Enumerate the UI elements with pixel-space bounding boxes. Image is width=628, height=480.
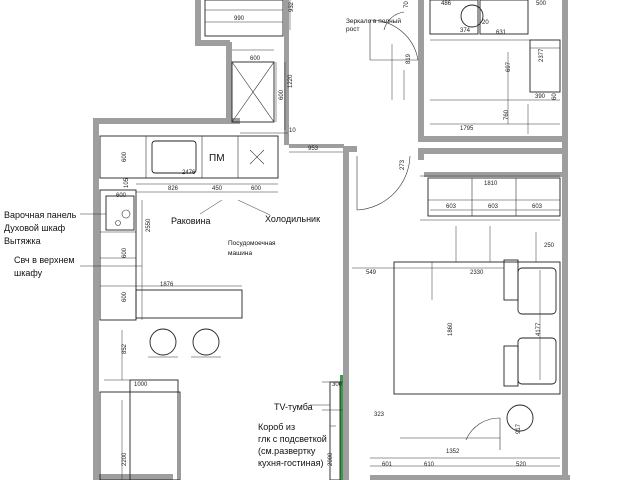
- dim-697: 697: [506, 61, 512, 72]
- box-label-3: (см.развертку: [258, 446, 316, 456]
- hob-label-1: Варочная панель: [4, 210, 77, 220]
- glass-partition: [340, 375, 343, 480]
- box-label-1: Короб из: [258, 422, 295, 432]
- bedroom: [352, 155, 561, 467]
- dim-631: 631: [496, 30, 507, 36]
- dishwasher-label-2: машина: [228, 250, 253, 257]
- dim-600a: 600: [250, 56, 261, 62]
- dimension-numbers: 990 932 600 1220 600 10 953 2476 826 450…: [116, 1, 558, 468]
- dim-2476: 2476: [182, 170, 196, 176]
- dim-390: 390: [535, 94, 546, 100]
- dim-20: 20: [482, 20, 489, 26]
- dim-600b: 600: [279, 89, 285, 100]
- dim-2000: 2000: [328, 452, 334, 466]
- dim-600g: 600: [122, 291, 128, 302]
- microwave-label-2: шкафу: [14, 268, 43, 278]
- dim-603a: 603: [446, 204, 457, 210]
- dim-374: 374: [460, 28, 471, 34]
- hob-label-3: Вытяжка: [4, 236, 41, 246]
- dim-953: 953: [308, 146, 319, 152]
- dim-10: 10: [289, 128, 296, 134]
- tv-area: [322, 381, 343, 480]
- dim-1876: 1876: [160, 282, 174, 288]
- dim-600f: 600: [122, 247, 128, 258]
- box-label-4: кухня-гостиная): [258, 458, 323, 468]
- dim-2377: 2377: [539, 48, 545, 62]
- dim-2200: 2200: [122, 452, 128, 466]
- dim-760: 760: [504, 109, 510, 120]
- dim-601: 601: [382, 462, 393, 468]
- dim-610: 610: [424, 462, 435, 468]
- dim-323: 323: [374, 412, 385, 418]
- dim-1000: 1000: [134, 382, 148, 388]
- dim-826: 826: [168, 186, 179, 192]
- dim-932: 932: [289, 1, 295, 12]
- dim-1810: 1810: [484, 181, 498, 187]
- dim-250: 250: [544, 243, 555, 249]
- dim-603b: 603: [488, 204, 499, 210]
- dim-273: 273: [400, 159, 406, 170]
- kitchen: [99, 135, 343, 480]
- dim-450: 450: [212, 186, 223, 192]
- bathroom: [369, 0, 561, 134]
- dim-2330: 2330: [470, 270, 484, 276]
- dim-1352: 1352: [446, 449, 460, 455]
- dim-549: 549: [366, 270, 377, 276]
- dim-60: 60: [552, 93, 558, 100]
- dim-500: 500: [536, 1, 547, 7]
- tv-stand-label: TV-тумба: [274, 402, 313, 412]
- dim-852: 852: [122, 343, 128, 354]
- hob-label-2: Духовой шкаф: [4, 223, 66, 233]
- walls: [93, 0, 570, 480]
- dim-1795: 1795: [460, 126, 474, 132]
- dim-4177: 4177: [536, 322, 542, 336]
- dim-105: 105: [124, 177, 130, 188]
- fridge-label: Холодильник: [265, 214, 320, 224]
- dim-600d: 600: [122, 151, 128, 162]
- dim-520: 520: [516, 462, 527, 468]
- dim-917: 917: [516, 423, 522, 434]
- dim-2550: 2550: [146, 218, 152, 232]
- dim-600c: 600: [251, 186, 262, 192]
- box-label-2: глк с подсветкой: [258, 434, 327, 444]
- dim-300: 300: [332, 382, 343, 388]
- dishwasher-label-1: Посудомоечная: [228, 240, 276, 247]
- dim-990: 990: [234, 16, 245, 22]
- dim-486: 486: [441, 1, 452, 7]
- dim-600e: 600: [116, 193, 127, 199]
- dim-1860: 1860: [448, 322, 454, 336]
- dim-819: 819: [406, 53, 412, 64]
- hallway-wardrobe: [204, 0, 291, 134]
- mirror-label-2: рост: [346, 26, 359, 33]
- microwave-label-1: Свч в верхнем: [14, 255, 75, 265]
- dim-603c: 603: [532, 204, 543, 210]
- leader-lines: [80, 199, 336, 427]
- sink-label: Раковина: [171, 216, 211, 226]
- dim-70: 70: [404, 1, 410, 8]
- pm-label: ПМ: [209, 153, 225, 164]
- dim-1220: 1220: [288, 74, 294, 88]
- mirror-label-1: Зеркало в полный: [346, 17, 401, 25]
